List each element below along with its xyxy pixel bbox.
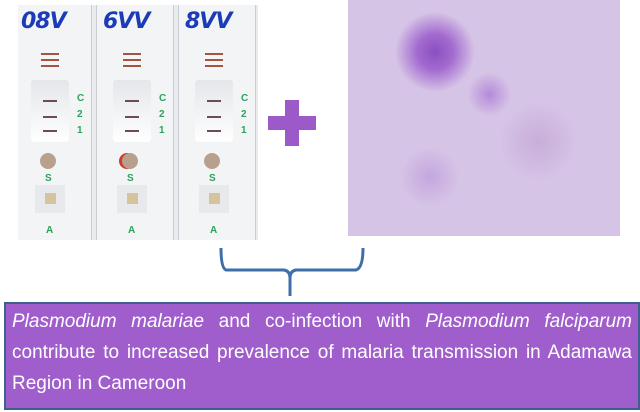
strip-handwritten-label: 08V — [21, 9, 67, 34]
control-label: C — [159, 93, 167, 104]
absorbent-label: A — [46, 225, 54, 236]
conclusion-box: Plasmodium malariae and co-infection wit… — [4, 302, 640, 410]
species-falciparum: Plasmodium falciparum — [425, 311, 632, 332]
rdt-strip: 08V C 2 1 S A — [18, 5, 92, 240]
line2-label: 2 — [241, 109, 247, 120]
control-label: C — [241, 93, 249, 104]
control-label: C — [77, 93, 85, 104]
conclusion-text-1: and co-infection with — [204, 311, 426, 332]
sample-label: S — [127, 173, 134, 184]
species-malariae: Plasmodium malariae — [12, 311, 205, 332]
curly-brace-icon — [219, 247, 365, 296]
conclusion-text-2: contribute to increased prevalence of ma… — [12, 342, 632, 394]
rdt-strip: 8VV C 2 1 S A — [178, 5, 256, 240]
absorbent-label: A — [210, 225, 218, 236]
line2-label: 2 — [159, 109, 165, 120]
line1-label: 1 — [159, 125, 165, 136]
line1-label: 1 — [241, 125, 247, 136]
sample-label: S — [209, 173, 216, 184]
line2-label: 2 — [77, 109, 83, 120]
line1-label: 1 — [77, 125, 83, 136]
sample-label: S — [45, 173, 52, 184]
strip-handwritten-label: 8VV — [185, 9, 232, 34]
strip-handwritten-label: 6VV — [103, 9, 150, 34]
rdt-strip: 6VV C 2 1 S A — [96, 5, 174, 240]
blood-smear-micrograph — [348, 0, 620, 236]
absorbent-label: A — [128, 225, 136, 236]
rdt-photo: 08V C 2 1 S A 6VV C 2 1 S A 8VV C 2 1 S … — [18, 5, 258, 240]
plus-icon — [268, 100, 316, 146]
